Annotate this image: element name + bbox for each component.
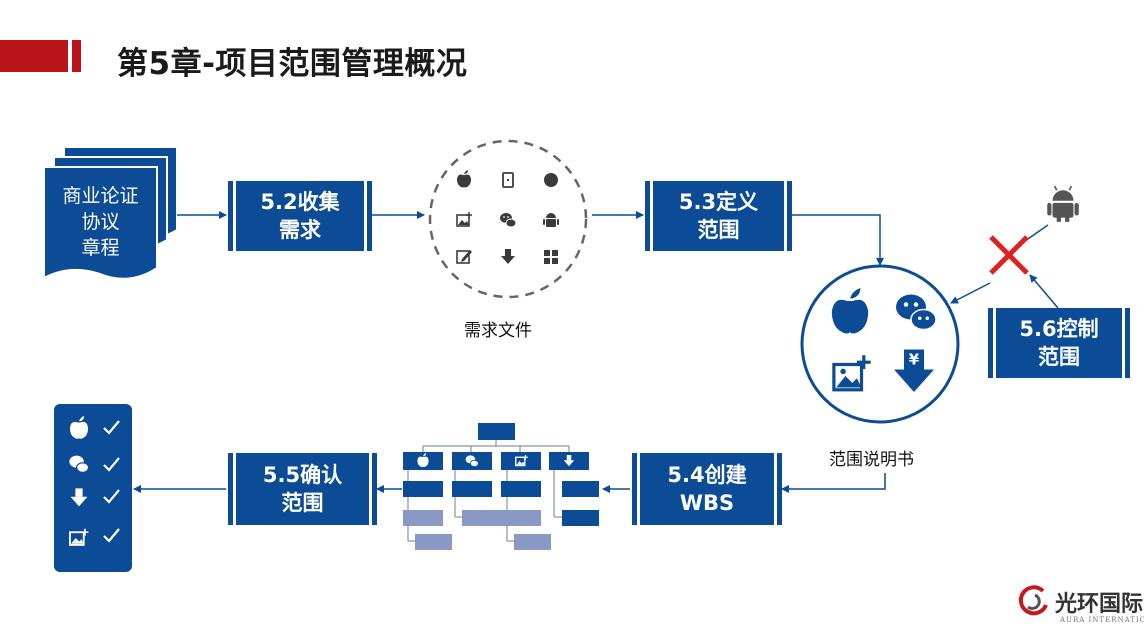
wbs-node (514, 534, 551, 550)
wbs-node (403, 510, 443, 526)
wbs-node (415, 534, 452, 550)
wbs-node (562, 481, 599, 497)
page-title: 第5章-项目范围管理概况 (117, 46, 468, 82)
check-icon (103, 420, 120, 435)
step-collect-requirements[interactable]: 5.2收集 需求 (228, 181, 372, 251)
wbs-node (501, 452, 541, 470)
check-icon (103, 457, 120, 472)
arrow-scope-to-wbs (781, 473, 886, 493)
yen-download-icon: ¥ (894, 349, 934, 392)
android-icon (543, 213, 559, 227)
apple-icon (457, 170, 471, 188)
wechat-icon (500, 213, 517, 228)
arrow-control-to-scope (950, 282, 991, 304)
wechat-icon (69, 455, 90, 474)
title-accent-mark (72, 40, 81, 72)
wechat-icon (896, 294, 937, 331)
step-define-scope[interactable]: 5.3定义 范围 (645, 181, 792, 251)
tablet-icon (502, 172, 514, 188)
apple-icon (69, 416, 89, 439)
apps-icon (544, 250, 558, 264)
android-icon (1047, 185, 1079, 222)
input-documents-text: 商业论证 协议 章程 (62, 185, 139, 259)
arrow-control-to-android (1029, 274, 1059, 309)
wbs-node (452, 481, 492, 497)
wbs-node (462, 510, 502, 526)
image-icon (515, 455, 528, 467)
arrow-define-to-scope (792, 214, 884, 266)
validated-list-panel (54, 404, 132, 572)
wbs-node (403, 481, 443, 497)
wechat-icon (465, 455, 479, 468)
wbs-node (501, 510, 541, 526)
step-validate-scope[interactable]: 5.5确认 范围 (228, 453, 377, 525)
company-logo-icon (1018, 585, 1048, 616)
check-icon (103, 489, 120, 504)
image-icon (832, 355, 871, 392)
check-icon (103, 528, 120, 543)
apple-icon (417, 453, 429, 467)
requirements-circle (428, 139, 588, 299)
input-documents-stack (43, 146, 178, 280)
company-logo-subtitle: AURA INTERNATIONAL (1060, 616, 1144, 624)
download-icon (70, 488, 88, 507)
step-create-wbs[interactable]: 5.4创建 WBS (632, 453, 782, 525)
wbs-node (562, 510, 599, 526)
title-accent-bar (0, 40, 68, 72)
svg-text:¥: ¥ (909, 351, 920, 369)
download-icon (501, 249, 515, 264)
scope-statement-label: 范围说明书 (829, 450, 914, 470)
apple-icon (831, 288, 869, 334)
compass-icon (544, 173, 558, 187)
wbs-node (501, 481, 541, 497)
wbs-root-node (478, 423, 515, 440)
image-icon (69, 528, 89, 546)
reject-cross-icon (989, 235, 1029, 275)
step-control-scope[interactable]: 5.6控制 范围 (988, 308, 1130, 378)
edit-icon (456, 250, 472, 264)
image-icon (456, 212, 472, 227)
download-icon (563, 455, 575, 467)
company-logo-name: 光环国际 (1055, 591, 1144, 617)
requirements-doc-label: 需求文件 (464, 321, 532, 341)
